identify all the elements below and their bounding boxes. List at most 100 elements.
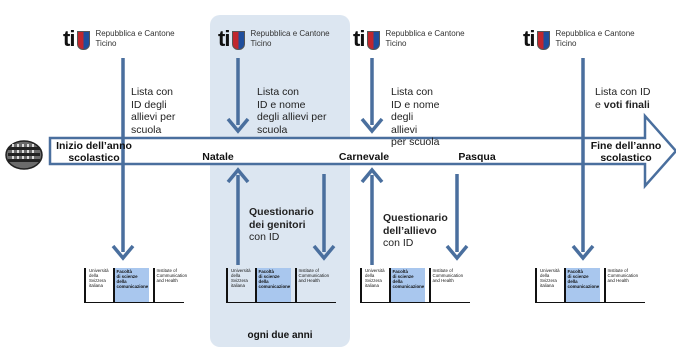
note-line: degli allievi per (257, 111, 327, 123)
usi-text: italiana (231, 283, 245, 288)
usi-text: Facoltà (258, 269, 274, 274)
note-bold: dei genitori (249, 218, 306, 231)
ticino-shield-icon (537, 31, 551, 50)
usi-text: Università (231, 268, 251, 273)
ticino-logo-1: ti Repubblica e Cantone Ticino (63, 28, 175, 50)
timeline-arrow (48, 112, 676, 190)
note-list-1: Lista con ID degli allievi per scuola (131, 86, 175, 136)
note-line: ID e nome (391, 98, 440, 111)
usi-text: and Health (156, 278, 178, 283)
note-line: ID e nome (257, 98, 306, 111)
usi-text: comunicazione (258, 284, 291, 289)
usi-text: di scienze della (392, 274, 414, 284)
note-text: e (595, 98, 604, 111)
ti-mark: ti (353, 26, 365, 51)
usi-text: Institute of (298, 268, 319, 273)
usi-underline (360, 302, 470, 303)
usi-text: Communication (298, 273, 330, 278)
note-line: con ID (249, 231, 280, 243)
note-list-4: Lista con ID e voti finali (595, 86, 650, 111)
logo-line2: Ticino (385, 39, 407, 48)
usi-text: italiana (89, 283, 103, 288)
note-line: Lista con ID (595, 86, 651, 98)
usi-text: italiana (540, 283, 554, 288)
amphitheatre-image (5, 140, 43, 170)
note-line: degli (391, 111, 414, 123)
milestone-line: Fine dell’anno (590, 140, 662, 152)
logo-line1: Repubblica e Cantone (250, 29, 330, 38)
biennial-band (210, 15, 350, 347)
usi-underline (226, 302, 336, 303)
usi-underline (535, 302, 645, 303)
note-line: ID degli (131, 98, 167, 111)
milestone-line: scolastico (68, 152, 120, 164)
note-line: allievi (391, 123, 418, 136)
usi-text: comunicazione (392, 284, 425, 289)
note-list-3: Lista con ID e nome degli allievi per sc… (391, 86, 439, 149)
usi-text: Communication (607, 273, 639, 278)
usi-text: della (231, 273, 241, 278)
note-line: Lista con (257, 86, 300, 98)
note-line: Lista con (391, 86, 434, 98)
usi-text: and Health (298, 278, 320, 283)
usi-text: Institute of (607, 268, 628, 273)
milestone-pasqua: Pasqua (458, 151, 496, 163)
logo-line1: Repubblica e Cantone (555, 29, 635, 38)
ticino-shield-icon (367, 31, 381, 50)
usi-underline (84, 302, 184, 303)
note-line: per scuola (391, 136, 440, 148)
band-label: ogni due anni (247, 330, 313, 341)
logo-line2: Ticino (95, 39, 117, 48)
usi-text: Svizzera (231, 278, 248, 283)
questionnaire-student: Questionario dell’allievo con ID (383, 212, 448, 250)
logo-line2: Ticino (555, 39, 577, 48)
ti-mark: ti (218, 26, 230, 51)
ti-mark: ti (63, 26, 75, 51)
usi-text: comunicazione (567, 284, 600, 289)
usi-text: Institute of (156, 268, 177, 273)
note-line: Lista con (131, 86, 174, 98)
note-line: scuola (131, 123, 162, 136)
usi-text: comunicazione (116, 284, 149, 289)
usi-text: di scienze della (567, 274, 589, 284)
note-bold: dell’allievo (383, 224, 437, 237)
usi-text: Communication (432, 273, 464, 278)
usi-text: Svizzera (89, 278, 106, 283)
questionnaire-parents: Questionario dei genitori con ID (249, 206, 314, 244)
usi-text: Facoltà (392, 269, 408, 274)
note-line: allievi per (131, 111, 176, 123)
logo-line1: Repubblica e Cantone (95, 29, 175, 38)
logo-line1: Repubblica e Cantone (385, 29, 465, 38)
milestone-line: scolastico (600, 152, 652, 164)
usi-text: della (89, 273, 99, 278)
usi-text: di scienze della (258, 274, 280, 284)
ticino-logo-4: ti Repubblica e Cantone Ticino (523, 28, 635, 50)
usi-text: Università (540, 268, 560, 273)
usi-text: Facoltà (116, 269, 132, 274)
milestone-line: Inizio dell’anno (56, 140, 132, 152)
ticino-logo-3: ti Repubblica e Cantone Ticino (353, 28, 465, 50)
usi-text: Svizzera (365, 278, 382, 283)
usi-text: della (365, 273, 375, 278)
ticino-shield-icon (77, 31, 91, 50)
note-bold: Questionario (249, 206, 314, 218)
ticino-logo-2: ti Repubblica e Cantone Ticino (218, 28, 330, 50)
usi-text: and Health (432, 278, 454, 283)
usi-text: italiana (365, 283, 379, 288)
usi-text: Svizzera (540, 278, 557, 283)
note-line: con ID (383, 237, 414, 249)
usi-text: della (540, 273, 550, 278)
milestone-start: Inizio dell’anno scolastico (51, 140, 137, 164)
milestone-carnevale: Carnevale (338, 151, 390, 163)
note-bold: voti finali (603, 98, 650, 111)
usi-text: Institute of (432, 268, 453, 273)
ti-mark: ti (523, 26, 535, 51)
usi-text: Facoltà (567, 269, 583, 274)
usi-text: Communication (156, 273, 188, 278)
usi-text: Università (89, 268, 109, 273)
note-line: scuola (257, 123, 288, 136)
